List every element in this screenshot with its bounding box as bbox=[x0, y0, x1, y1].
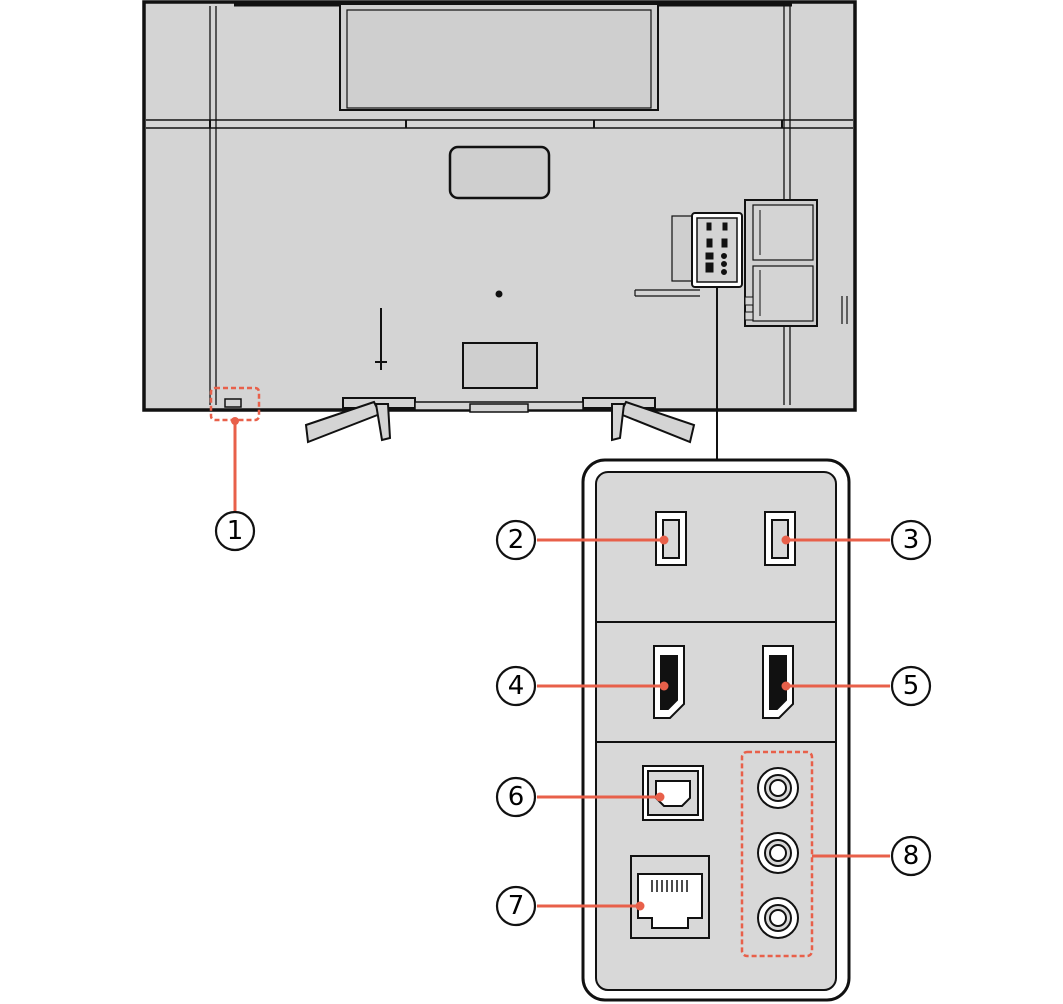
hdmi-port-right bbox=[762, 645, 794, 719]
callout-1-label: 1 bbox=[227, 516, 244, 546]
callout-5: 5 bbox=[890, 665, 932, 707]
callout-6-label: 6 bbox=[508, 782, 525, 812]
callout-2-label: 2 bbox=[508, 525, 525, 555]
callout-7: 7 bbox=[495, 885, 537, 927]
callout-1: 1 bbox=[214, 510, 256, 552]
mini-port-panel bbox=[691, 212, 743, 288]
callout-3: 3 bbox=[890, 519, 932, 561]
callout-5-label: 5 bbox=[903, 671, 920, 701]
tv-base-bar bbox=[414, 401, 584, 413]
hdmi-port-left bbox=[653, 645, 685, 719]
callout-4: 4 bbox=[495, 665, 537, 707]
tv-stand-left bbox=[304, 397, 416, 444]
callout-7-label: 7 bbox=[508, 891, 525, 921]
callout-8: 8 bbox=[890, 835, 932, 877]
callout-4-label: 4 bbox=[508, 671, 525, 701]
callout-3-label: 3 bbox=[903, 525, 920, 555]
callout-8-label: 8 bbox=[903, 841, 920, 871]
callout-6: 6 bbox=[495, 776, 537, 818]
callout-leaders bbox=[233, 421, 890, 908]
callout-badges: 1 2 3 4 5 6 7 8 bbox=[214, 510, 932, 927]
lan-port bbox=[630, 855, 710, 939]
composite-av-jacks bbox=[740, 750, 814, 958]
callout-2: 2 bbox=[495, 519, 537, 561]
tv-stand-right bbox=[582, 397, 696, 444]
callout-leader-dots bbox=[635, 535, 791, 911]
optical-audio-port bbox=[642, 765, 704, 821]
tv-rear-body bbox=[142, 0, 857, 412]
